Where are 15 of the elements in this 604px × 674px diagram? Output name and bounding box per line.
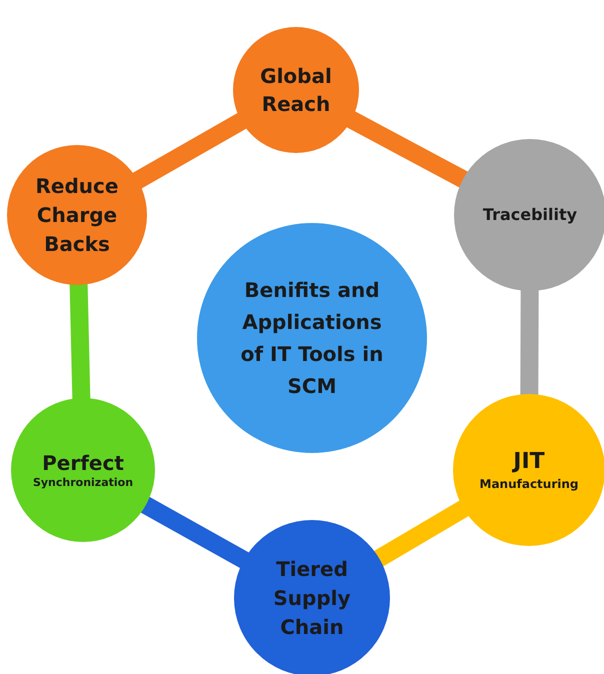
ring-connector [346, 110, 469, 188]
node-sublabel: Synchronization [32, 476, 134, 490]
node-label: Tiered Supply Chain [272, 556, 352, 640]
node-label: Reduce Charge Backs [34, 172, 120, 258]
node-label: Tracebility [482, 204, 578, 226]
node-label: Perfect [42, 450, 124, 476]
ring-connector [140, 496, 250, 569]
ring-connector [70, 282, 90, 400]
ring-connector [520, 288, 539, 396]
node-label: Benifits and Applications of IT Tools in SCM [240, 277, 384, 400]
node-label: JIT [513, 448, 545, 476]
node-label: Global Reach [259, 63, 333, 118]
node-sublabel: Manufacturing [480, 476, 578, 492]
ring-connector [372, 500, 470, 568]
ring-connector [132, 112, 248, 190]
